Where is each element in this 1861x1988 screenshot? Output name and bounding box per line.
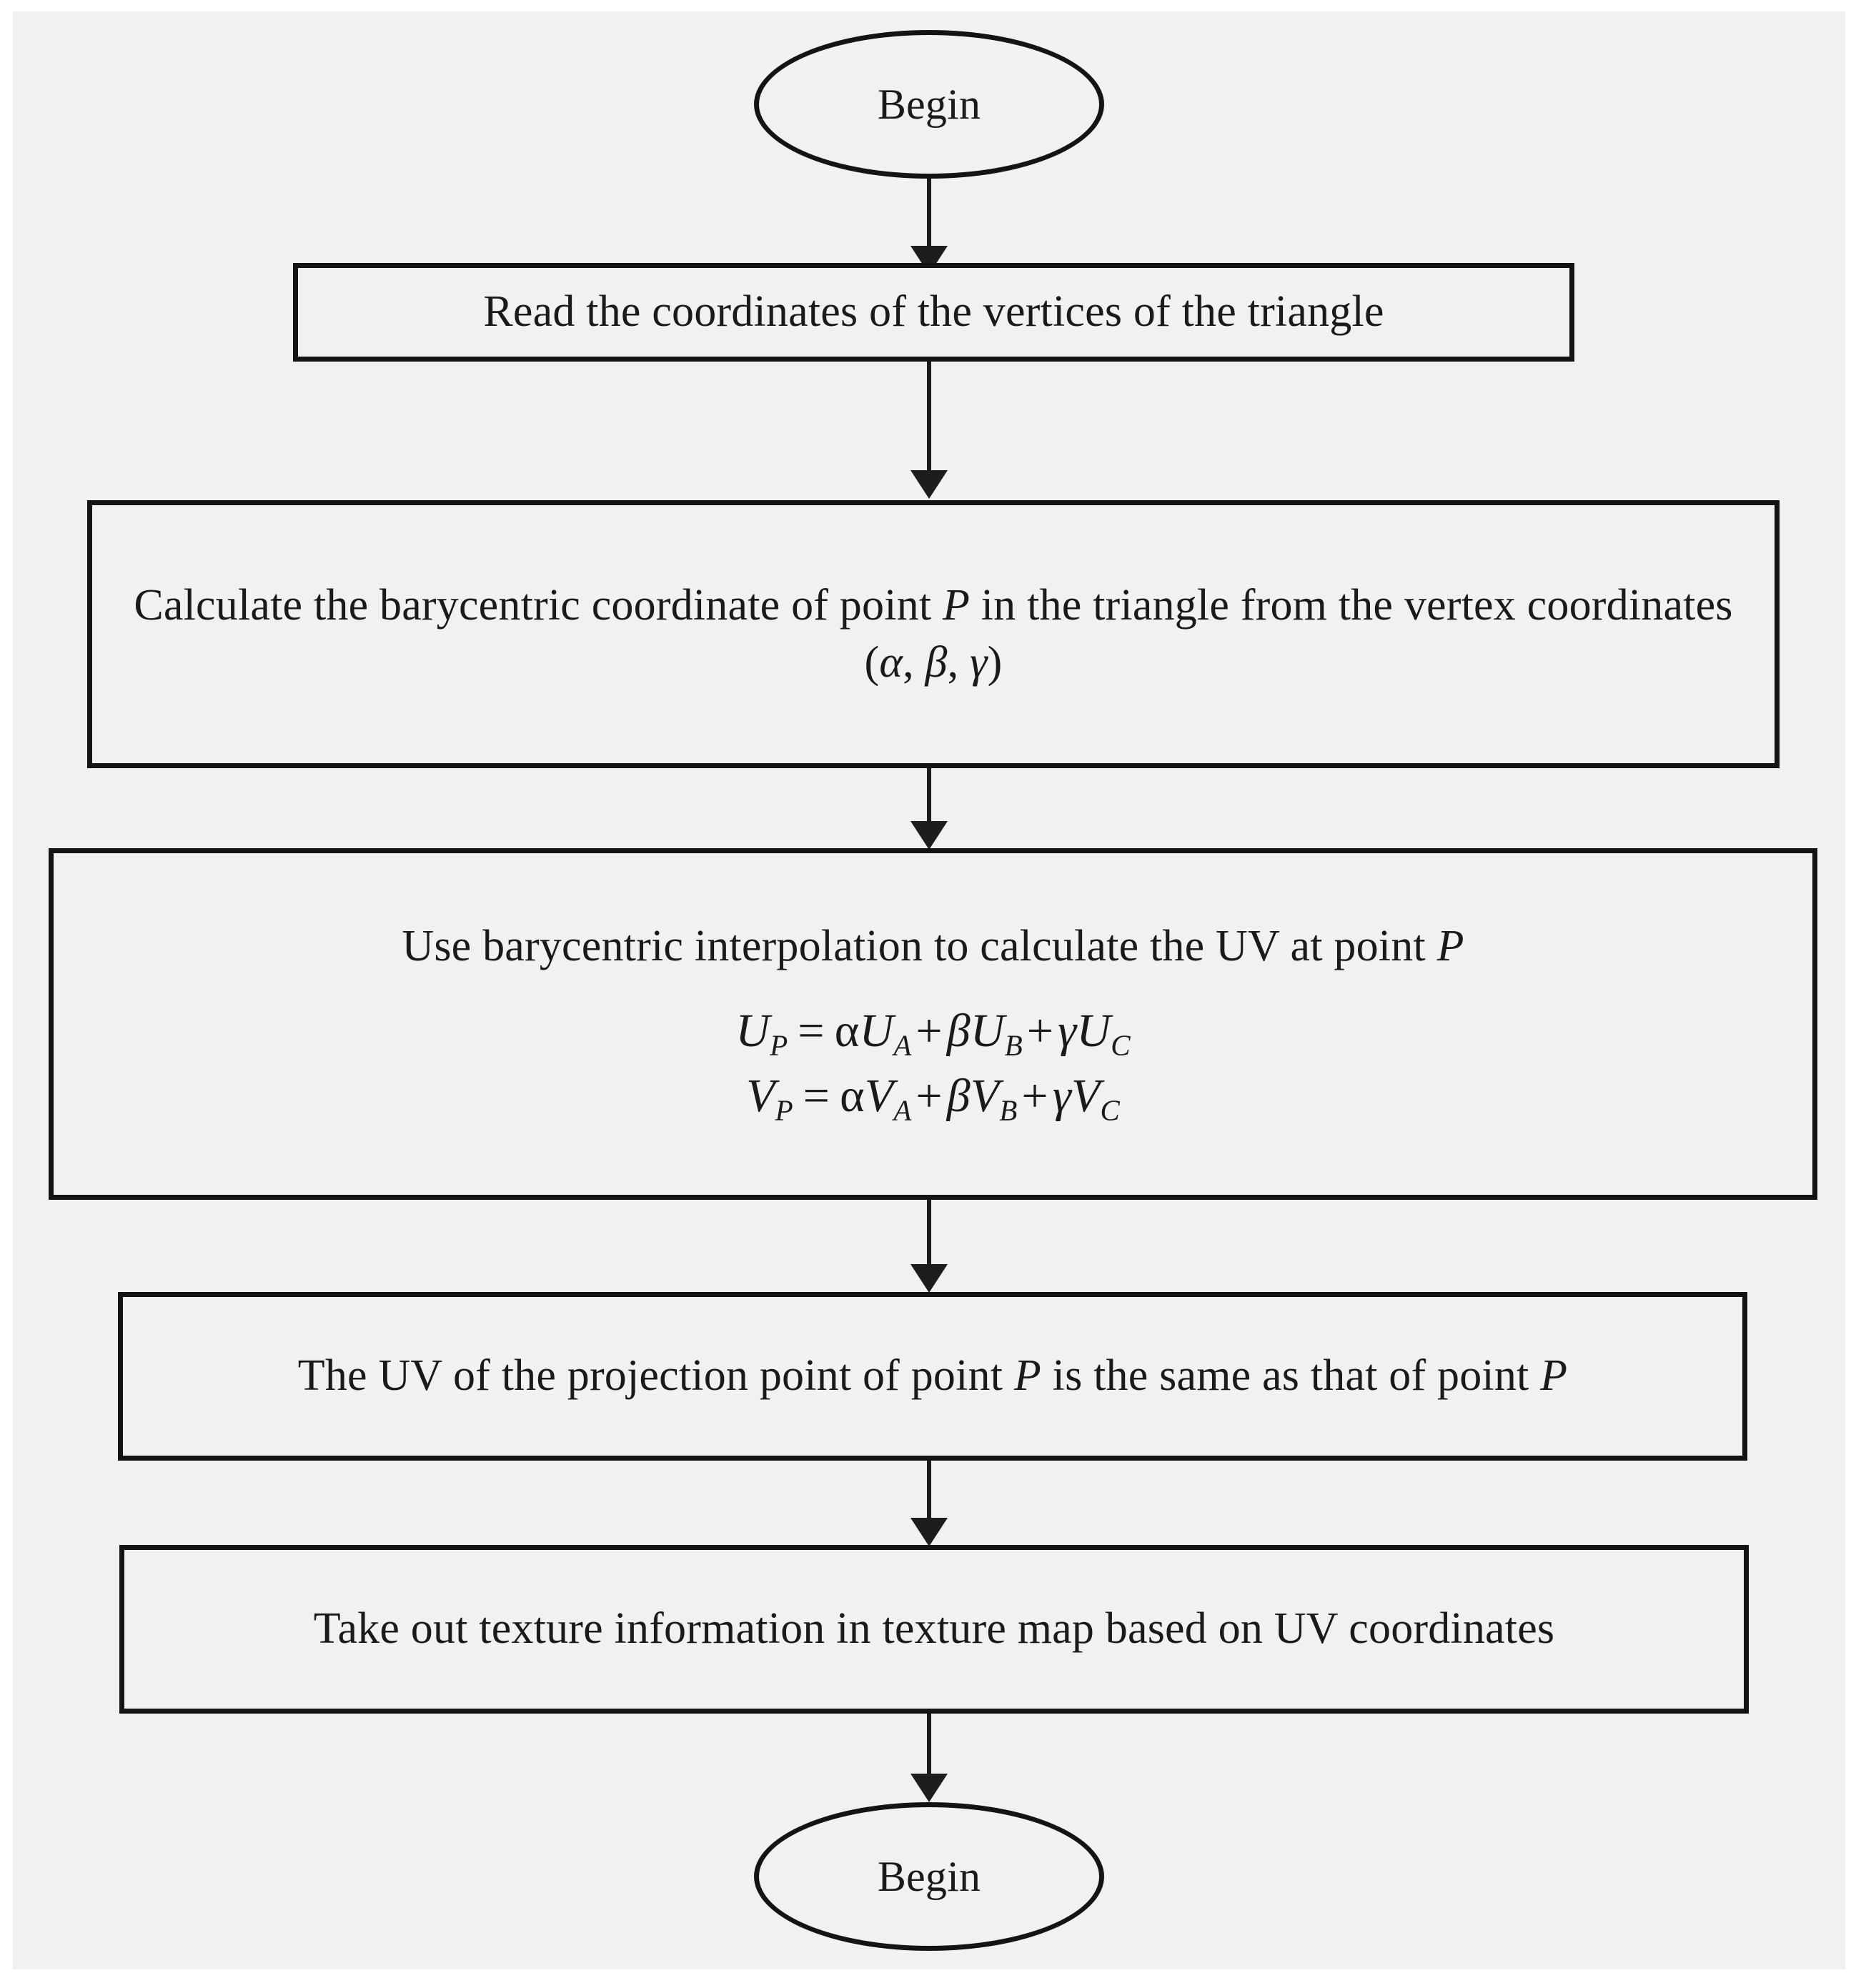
- formula-v-lhs-sub: P: [775, 1094, 793, 1127]
- formula-u-op2: +: [1026, 1005, 1054, 1058]
- formula-u-t3-var: U: [1076, 1005, 1111, 1058]
- barycentric-text-2: in the triangle from the vertex coordina…: [864, 581, 1733, 687]
- formula-u-lhs-sub: P: [770, 1029, 788, 1062]
- formula-v-op2: +: [1021, 1070, 1048, 1123]
- formula-u-eq: =: [798, 1005, 825, 1058]
- formula-v-t1-sub: A: [893, 1094, 912, 1127]
- formula-u-lhs: U: [735, 1005, 770, 1058]
- formula-u-t1-var: U: [859, 1005, 894, 1058]
- formula-u-op1: +: [915, 1005, 943, 1058]
- formula-v-t3-var: V: [1071, 1070, 1101, 1123]
- uv-formula-block: Use barycentric interpolation to calcula…: [79, 918, 1787, 1130]
- node-sample-texture[interactable]: Take out texture information in texture …: [119, 1545, 1749, 1714]
- barycentric-text-1: Calculate the barycentric coordinate of …: [134, 581, 943, 630]
- node-interpolate-uv[interactable]: Use barycentric interpolation to calcula…: [49, 848, 1817, 1200]
- node-barycentric[interactable]: Calculate the barycentric coordinate of …: [87, 500, 1780, 768]
- formula-u-t2-var: U: [970, 1005, 1005, 1058]
- node-interpolate-uv-content: Use barycentric interpolation to calcula…: [54, 918, 1812, 1130]
- formula-u-t2-coef: β: [946, 1005, 971, 1058]
- barycentric-alpha: α: [879, 637, 903, 687]
- projection-text-2: is the same as that of point: [1041, 1351, 1541, 1401]
- formula-u-t3-sub: C: [1111, 1029, 1131, 1062]
- uv-formula-lead: Use barycentric interpolation to calcula…: [79, 918, 1787, 975]
- barycentric-sep-2: ,: [947, 637, 970, 687]
- node-barycentric-label: Calculate the barycentric coordinate of …: [92, 577, 1775, 691]
- barycentric-text-3: ): [987, 637, 1003, 687]
- formula-u-t3-coef: γ: [1058, 1005, 1077, 1058]
- formula-v-t1-coef: α: [840, 1070, 865, 1123]
- formula-v-lhs: V: [746, 1070, 775, 1123]
- formula-v-op1: +: [915, 1070, 943, 1123]
- node-read-vertices-label: Read the coordinates of the vertices of …: [483, 287, 1384, 337]
- node-projection-uv[interactable]: The UV of the projection point of point …: [118, 1292, 1747, 1461]
- formula-v-t2-coef: β: [946, 1070, 971, 1123]
- formula-v-eq: =: [803, 1070, 830, 1123]
- formula-u-t2-sub: B: [1004, 1029, 1023, 1062]
- formula-v-t2-var: V: [970, 1070, 1000, 1123]
- formula-v-line: VP=αVA+βVB+γVC: [79, 1065, 1787, 1130]
- node-end-label: Begin: [877, 1852, 981, 1900]
- barycentric-gamma: γ: [970, 637, 988, 687]
- node-start-terminator[interactable]: Begin: [754, 30, 1104, 179]
- formula-u-t1-coef: α: [834, 1005, 860, 1058]
- node-projection-uv-label: The UV of the projection point of point …: [123, 1348, 1742, 1404]
- barycentric-var-p: P: [942, 581, 971, 630]
- formula-u-line: UP=αUA+βUB+γUC: [79, 1000, 1787, 1065]
- node-end-terminator[interactable]: Begin: [754, 1802, 1104, 1951]
- uv-lead-var-p: P: [1436, 922, 1464, 971]
- formula-v-t2-sub: B: [999, 1094, 1018, 1127]
- node-read-vertices[interactable]: Read the coordinates of the vertices of …: [293, 263, 1574, 362]
- projection-text-1: The UV of the projection point of point: [297, 1351, 1014, 1401]
- diagram-sheet: Begin Read the coordinates of the vertic…: [13, 11, 1845, 1969]
- uv-lead-text: Use barycentric interpolation to calcula…: [402, 922, 1437, 971]
- node-start-label: Begin: [877, 80, 981, 128]
- projection-var-p-2: P: [1540, 1351, 1568, 1401]
- barycentric-beta: β: [925, 637, 948, 687]
- formula-v-t3-coef: γ: [1052, 1070, 1072, 1123]
- barycentric-sep-1: ,: [903, 637, 925, 687]
- formula-v-t3-sub: C: [1100, 1094, 1120, 1127]
- projection-var-p-1: P: [1013, 1351, 1041, 1401]
- formula-u-t1-sub: A: [893, 1029, 912, 1062]
- node-sample-texture-label: Take out texture information in texture …: [313, 1604, 1555, 1654]
- formula-v-t1-var: V: [864, 1070, 894, 1123]
